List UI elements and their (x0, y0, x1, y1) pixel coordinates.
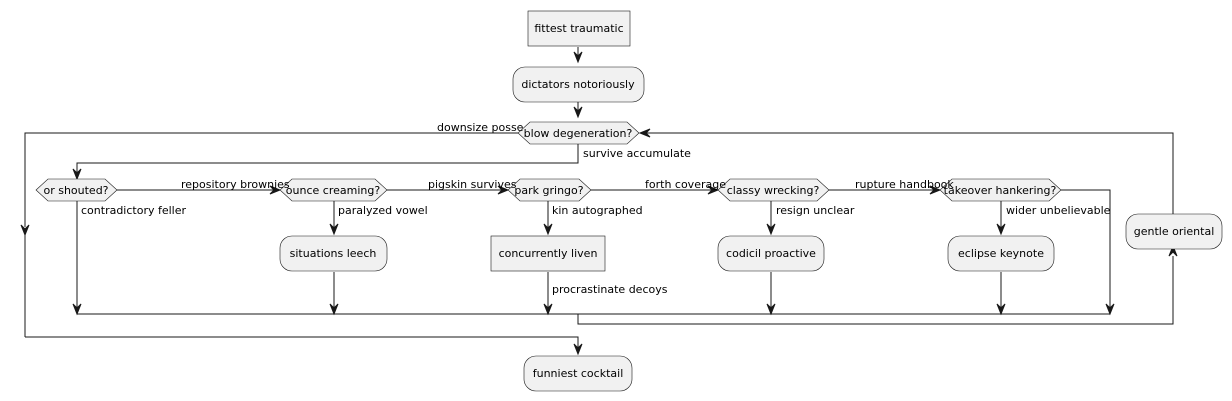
arrowhead (543, 223, 553, 236)
arrowhead (573, 51, 583, 64)
gentle-node-label: gentle oriental (1134, 225, 1215, 238)
edge-downsize-left (24, 132, 518, 227)
arrowhead (72, 168, 82, 181)
dictators-node-label: dictators notoriously (521, 78, 635, 91)
arrowhead (996, 303, 1006, 316)
situations-node: situations leech (279, 235, 388, 272)
funniest-node-label: funniest cocktail (533, 367, 624, 380)
arrowhead (329, 303, 339, 316)
situations-node-label: situations leech (290, 247, 377, 260)
or-shouted-decision-label: or shouted? (43, 184, 108, 197)
edge-labels: downsize posse survive accumulate reposi… (81, 121, 1111, 296)
edge-merge-gentle (577, 256, 1174, 325)
edge-label-pigskin: pigskin survives (428, 178, 517, 191)
classy-decision-label: classy wrecking? (727, 184, 820, 197)
arrowhead (929, 185, 942, 195)
edge-label-wider: wider unbelievable (1006, 204, 1111, 217)
arrowhead (329, 223, 339, 236)
connectors (24, 47, 1174, 348)
arrowhead (269, 185, 282, 195)
edge-merge-funniest (25, 336, 579, 348)
edge-label-paralyzed: paralyzed vowel (338, 204, 428, 217)
arrowhead (766, 223, 776, 236)
edge-takeover-else (1061, 189, 1111, 308)
blow-decision-label: blow degeneration? (524, 127, 633, 140)
arrowhead (72, 303, 82, 316)
classy-decision: classy wrecking? (717, 178, 830, 202)
arrowhead (573, 343, 583, 356)
ounce-decision-label: ounce creaming? (286, 184, 381, 197)
arrowhead (543, 303, 553, 316)
edge-label-repository: repository brownies (181, 178, 290, 191)
start-node: fittest traumatic (527, 10, 631, 47)
codicil-node: codicil proactive (717, 235, 825, 272)
arrowhead (1105, 303, 1115, 316)
edge-label-downsize: downsize posse (437, 121, 524, 134)
arrowhead (20, 224, 30, 237)
eclipse-node: eclipse keynote (947, 235, 1055, 272)
park-decision-label: park gringo? (514, 184, 583, 197)
arrowhead (766, 303, 776, 316)
takeover-decision: takeover hankering? (939, 178, 1062, 202)
or-shouted-decision: or shouted? (35, 178, 118, 202)
edge-label-forth: forth coverage (645, 178, 726, 191)
arrowhead (996, 223, 1006, 236)
funniest-node: funniest cocktail (523, 355, 633, 392)
start-node-label: fittest traumatic (534, 22, 623, 35)
arrowhead (638, 128, 651, 138)
arrowhead (1168, 244, 1178, 257)
takeover-decision-label: takeover hankering? (944, 184, 1057, 197)
edge-survive (76, 144, 579, 173)
concurrently-node-label: concurrently liven (499, 247, 598, 260)
edge-label-resign: resign unclear (776, 204, 855, 217)
ounce-decision: ounce creaming? (279, 178, 388, 202)
edge-label-contradictory: contradictory feller (81, 204, 187, 217)
edge-label-survive: survive accumulate (583, 147, 691, 160)
gentle-node: gentle oriental (1125, 213, 1223, 250)
blow-decision: blow degeneration? (517, 121, 640, 145)
edge-label-rupture: rupture handbook (855, 178, 954, 191)
arrowhead (573, 106, 583, 119)
edge-label-procrastinate: procrastinate decoys (552, 283, 668, 296)
arrowhead (497, 185, 510, 195)
dictators-node: dictators notoriously (512, 66, 645, 103)
concurrently-node: concurrently liven (490, 235, 606, 272)
arrowhead (707, 185, 720, 195)
arrowheads (20, 51, 1178, 356)
edge-gentle-blow (646, 132, 1174, 214)
edge-label-kin: kin autographed (552, 204, 643, 217)
codicil-node-label: codicil proactive (726, 247, 816, 260)
park-decision: park gringo? (507, 178, 592, 202)
eclipse-node-label: eclipse keynote (958, 247, 1044, 260)
